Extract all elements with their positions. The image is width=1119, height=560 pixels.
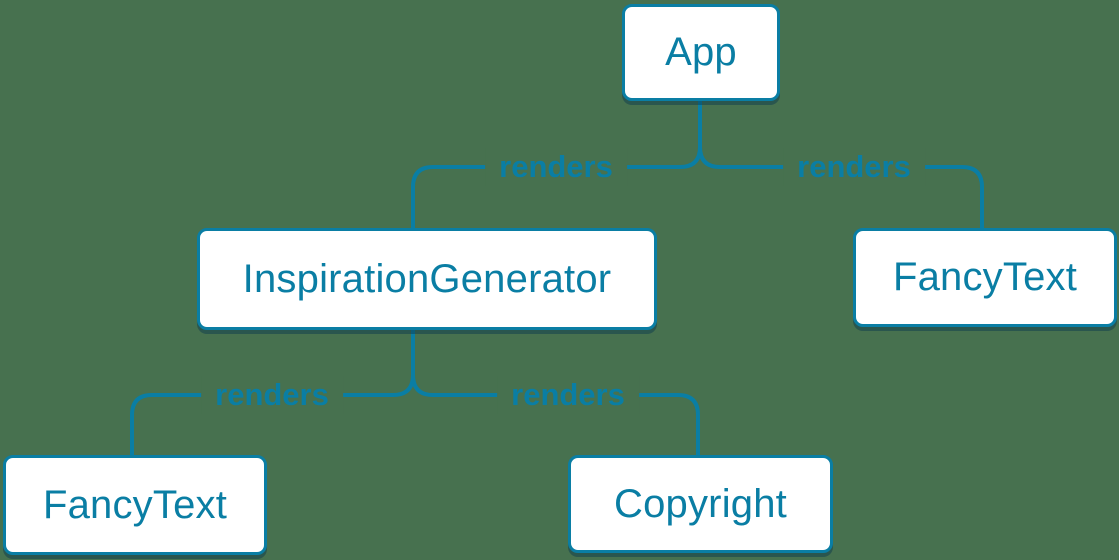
node-fancy-text-top-label: FancyText [892, 255, 1078, 299]
edge-app-fancytext [698, 146, 984, 230]
edge-label-inspirationgenerator-copyright: renders [497, 376, 639, 414]
node-fancy-text-bottom-label: FancyText [42, 482, 228, 527]
edge-label-app-inspirationgenerator: renders [485, 148, 627, 186]
node-copyright: Copyright [568, 455, 833, 553]
node-app-label: App [665, 30, 737, 74]
node-fancy-text-bottom: FancyText [3, 455, 267, 555]
edge-label-inspirationgenerator-fancytext: renders [201, 376, 343, 414]
node-inspiration-generator-label: InspirationGenerator [242, 256, 612, 301]
node-fancy-text-top: FancyText [853, 228, 1117, 327]
node-app: App [622, 4, 780, 101]
edge-label-app-fancytext: renders [783, 148, 925, 186]
edge-inspirationgenerator-copyright [411, 374, 700, 457]
node-copyright-label: Copyright [614, 481, 787, 526]
node-inspiration-generator: InspirationGenerator [197, 228, 657, 330]
